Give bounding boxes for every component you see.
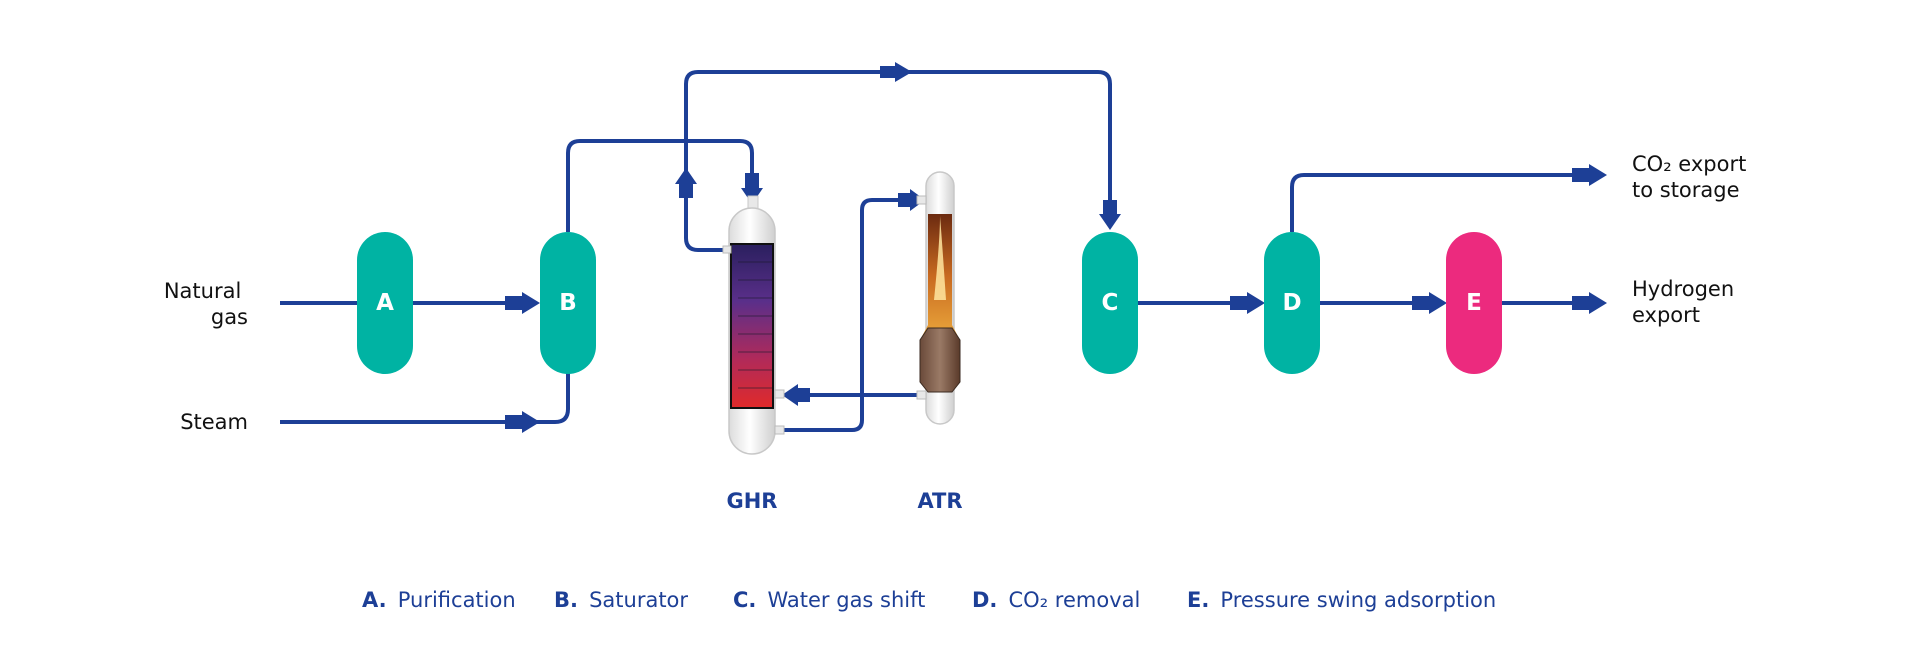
ghr-label: GHR: [727, 489, 778, 513]
legend-item: C. Water gas shift: [733, 588, 925, 612]
arrow-right-icon: [505, 411, 540, 433]
co2-export-label: CO₂ export to storage: [1632, 152, 1753, 202]
pipe-d-to-co2-export: [1290, 173, 1588, 232]
arrow-left-icon: [782, 384, 810, 406]
legend-letter: D.: [972, 588, 997, 612]
unit-c: C: [1082, 232, 1138, 374]
arrow-right-icon: [1412, 292, 1447, 314]
natural-gas-label: Natural gas: [164, 279, 248, 329]
legend-item: E. Pressure swing adsorption: [1187, 588, 1496, 612]
pipe-ghr-to-atr: [780, 198, 918, 432]
unit-e-vessel: [1446, 232, 1502, 374]
arrow-right-icon: [898, 189, 925, 211]
legend-item: B. Saturator: [554, 588, 688, 612]
legend-text: Pressure swing adsorption: [1220, 588, 1496, 612]
unit-a-vessel: [357, 232, 413, 374]
arrow-right-icon: [1230, 292, 1265, 314]
arrow-down-icon: [1099, 200, 1121, 230]
arrow-down-icon: [741, 173, 763, 204]
flow-arrows: [505, 62, 1607, 433]
legend-letter: B.: [554, 588, 578, 612]
unit-c-label: C: [1102, 290, 1119, 316]
ghr-side-nozzle: [774, 425, 785, 435]
co2-export-label-line: to storage: [1632, 178, 1740, 202]
arrow-right-icon: [505, 292, 540, 314]
arrow-right-icon: [1572, 292, 1607, 314]
legend-letter: E.: [1187, 588, 1209, 612]
atr-reactor: [916, 171, 961, 425]
ghr-tube-bundle: [731, 244, 773, 408]
unit-b-label: B: [559, 290, 577, 316]
atr-flame-icon: [934, 216, 946, 300]
ghr-baffles: [738, 261, 773, 389]
ghr-reactor: [722, 195, 785, 455]
ghr-frame: [730, 243, 774, 409]
unit-b: B: [540, 232, 596, 374]
legend-text: Water gas shift: [767, 588, 925, 612]
legend-text: CO₂ removal: [1009, 588, 1141, 612]
unit-e: E: [1446, 232, 1502, 374]
hydrogen-export-label-line: Hydrogen: [1632, 277, 1734, 301]
pipework: [280, 70, 1588, 432]
natural-gas-label-line: Natural: [164, 279, 241, 303]
atr-outlet-nozzle: [916, 390, 927, 400]
pipe-steam-to-b: [280, 372, 570, 424]
steam-label: Steam: [180, 410, 248, 434]
unit-e-label: E: [1466, 290, 1482, 316]
legend-letter: A.: [362, 588, 387, 612]
legend: A. Purification B. Saturator C. Water ga…: [362, 588, 1496, 612]
unit-d-label: D: [1282, 290, 1301, 316]
legend-item: A. Purification: [362, 588, 516, 612]
ghr-side-nozzle: [774, 389, 785, 399]
legend-text: Saturator: [589, 588, 688, 612]
unit-d-vessel: [1264, 232, 1320, 374]
legend-letter: C.: [733, 588, 756, 612]
atr-inlet-nozzle: [916, 195, 927, 205]
hydrogen-export-label-line: export: [1632, 303, 1700, 327]
co2-export-label-line: CO₂ export: [1632, 152, 1746, 176]
unit-a: A: [357, 232, 413, 374]
unit-c-vessel: [1082, 232, 1138, 374]
arrow-up-icon: [675, 168, 697, 198]
atr-label: ATR: [917, 489, 962, 513]
unit-a-label: A: [376, 290, 394, 316]
arrow-right-icon: [1572, 164, 1607, 186]
unit-d: D: [1264, 232, 1320, 374]
pipe-b-to-ghr: [566, 139, 754, 232]
legend-text: Purification: [398, 588, 516, 612]
unit-b-vessel: [540, 232, 596, 374]
ghr-side-nozzle: [722, 245, 732, 254]
natural-gas-label-line: gas: [211, 305, 248, 329]
hydrogen-export-label: Hydrogen export: [1632, 277, 1741, 327]
arrow-right-icon: [880, 62, 912, 82]
atr-catalyst-bed: [919, 327, 961, 393]
legend-item: D. CO₂ removal: [972, 588, 1140, 612]
pipe-ghr-to-c: [684, 70, 1112, 252]
